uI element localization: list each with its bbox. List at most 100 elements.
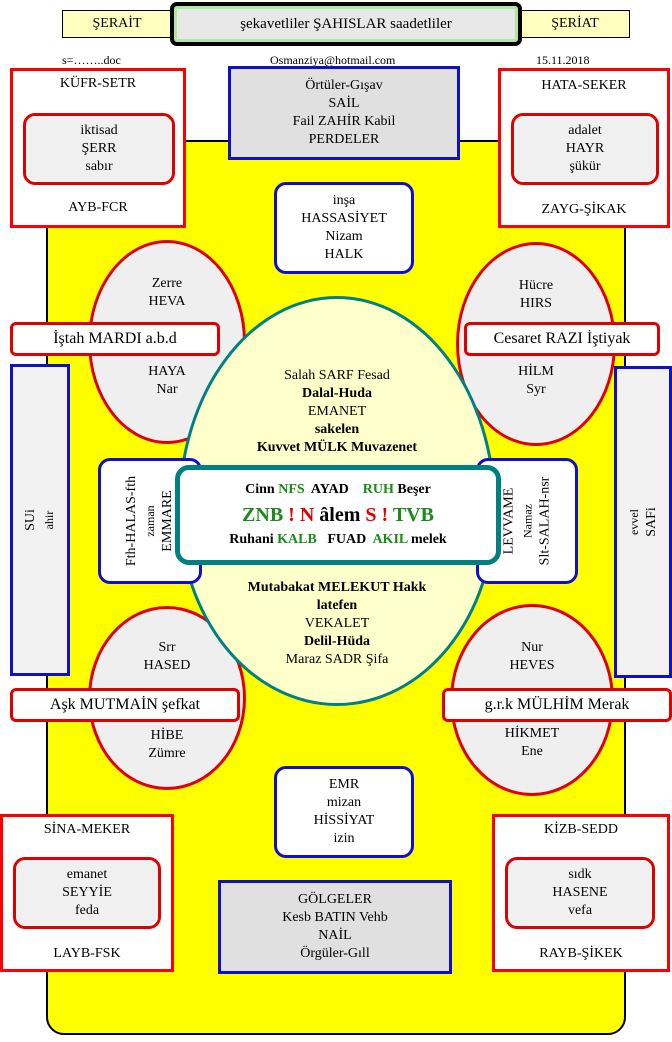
top-center-line: Örtüler-Gışav	[305, 78, 383, 93]
core-text: AYAD	[304, 482, 356, 497]
right-side-line: evvel	[626, 509, 641, 536]
ellipse-line: Nur	[521, 640, 543, 655]
ellipse-line: HASED	[143, 658, 191, 673]
inner-right-line: Slt-SALAH-nsr	[536, 476, 552, 566]
ellipse-line: HİLM	[518, 364, 554, 379]
bottom-center-line: Kesb BATIN Vehb	[282, 910, 388, 925]
top-center-line: SAİL	[328, 96, 360, 111]
upper-middle-line: HASSASİYET	[301, 211, 387, 226]
top-right-inner-line: HAYR	[565, 141, 605, 156]
bar-top-left: İştah MARDI a.b.d	[10, 322, 220, 356]
bottom-right-inner-line: HASENE	[552, 885, 608, 900]
inner-left-line: zaman	[142, 505, 157, 537]
upper-middle-box: inşa HASSASİYET Nizam HALK	[274, 182, 414, 274]
bottom-left-inner-line: emanet	[66, 867, 108, 882]
core-text: KALB	[277, 532, 317, 547]
ellipse-line: Zümre	[148, 746, 186, 761]
inner-right-text: LEVVAME Namaz Slt-SALAH-nsr	[500, 477, 554, 566]
left-side-line: ahir	[41, 510, 56, 530]
left-side-bar: SUi ahir	[10, 364, 70, 676]
core-text: TVB	[392, 504, 434, 526]
ellipse-line: HİKMET	[504, 726, 560, 741]
lower-middle-line: HİSSİYAT	[313, 813, 375, 828]
egg-line: latefen	[316, 598, 358, 613]
left-side-line: SUi	[22, 509, 38, 531]
egg-line: Maraz SADR Şifa	[285, 652, 389, 667]
ellipse-line: Srr	[158, 640, 176, 655]
bottom-left-inner-line: SEYYİE	[62, 885, 112, 900]
inner-left-text: Fth-HALAS-fth zaman EMMARE	[123, 476, 177, 566]
bottom-left-inner-line: feda	[74, 903, 100, 918]
core-row-1: Cinn NFS AYAD RUH Beşer	[245, 479, 431, 501]
bottom-left-box-top: SİNA-MEKER	[43, 822, 131, 837]
lower-middle-line: izin	[333, 831, 355, 846]
bottom-center-line: Örgüler-Gıll	[300, 946, 370, 961]
top-right-inner: adalet HAYR şükür	[511, 113, 659, 185]
top-left-inner: iktisad ŞERR sabır	[23, 113, 175, 185]
ellipse-line: HIRS	[520, 296, 552, 311]
lower-middle-line: EMR	[328, 777, 360, 792]
ellipse-line: HEVA	[148, 294, 186, 309]
bottom-right-inner-line: vefa	[567, 903, 593, 918]
bottom-right-box-bottom: RAYB-ŞİKEK	[539, 946, 623, 961]
right-side-line: SAFi	[643, 507, 659, 537]
core-text: AKIL	[372, 532, 408, 547]
egg-line: Salah SARF Fesad	[284, 368, 390, 383]
inner-left-line: Fth-HALAS-fth	[123, 475, 139, 567]
top-center-line: Fail ZAHİR Kabil	[292, 114, 396, 129]
upper-middle-line: HALK	[324, 247, 364, 262]
ellipse-line: Ene	[521, 744, 543, 759]
inner-right-line: LEVVAME	[500, 487, 516, 555]
ellipse-line: HAYA	[148, 364, 186, 379]
lower-middle-line: mizan	[326, 795, 362, 810]
top-right-box-top: HATA-SEKER	[541, 78, 627, 93]
inner-right-line: Namaz	[519, 504, 534, 538]
egg-line: EMANET	[307, 404, 367, 419]
core-text: N	[299, 504, 315, 526]
bottom-right-box-top: KİZB-SEDD	[544, 822, 618, 837]
bottom-center-line: GÖLGELER	[298, 892, 372, 907]
email: Osmanziya@hotmail.com	[270, 53, 396, 67]
egg-line: Kuvvet MÜLK Muvazenet	[256, 440, 418, 455]
bar-text: Cesaret RAZI İştiyak	[493, 330, 631, 347]
core-text: FUAD	[316, 532, 373, 547]
core-text: NFS	[278, 482, 305, 497]
core-text: ZNB	[242, 504, 284, 526]
top-left-inner-line: sabır	[85, 159, 113, 174]
upper-middle-line: inşa	[332, 193, 356, 208]
ellipse-line: Syr	[526, 382, 546, 397]
page-title-text: şekavetliler ŞAHISLAR saadetliler	[240, 15, 452, 32]
header-right-tab-label: ŞERİAT	[551, 16, 599, 31]
bottom-right-inner-line: sıdk	[568, 867, 592, 882]
lower-middle-box: EMR mizan HİSSİYAT izin	[274, 766, 414, 858]
right-side-bar-text: evvel SAFi	[625, 507, 661, 537]
top-left-box-top: KÜFR-SETR	[59, 76, 137, 91]
bottom-right-inner: sıdk HASENE vefa	[505, 857, 655, 929]
top-right-box: HATA-SEKER adalet HAYR şükür ZAYG-ŞİKAK	[498, 68, 670, 228]
file-name: s=……..doc	[62, 53, 121, 67]
egg-line: sakelen	[314, 422, 360, 437]
core-text: S	[365, 504, 377, 526]
bar-bottom-left: Aşk MUTMAİN şefkat	[10, 688, 240, 722]
ellipse-line: Hücre	[518, 278, 554, 293]
top-center-box: Örtüler-Gışav SAİL Fail ZAHİR Kabil PERD…	[228, 66, 460, 160]
bottom-left-box: SİNA-MEKER emanet SEYYİE feda LAYB-FSK	[0, 814, 174, 972]
bar-text: g.r.k MÜLHİM Merak	[484, 696, 630, 713]
bar-top-right: Cesaret RAZI İştiyak	[464, 322, 660, 356]
top-right-box-bottom: ZAYG-ŞİKAK	[541, 202, 627, 217]
core-text: âlem	[314, 504, 366, 526]
ellipse-line: HEVES	[509, 658, 555, 673]
core-box: Cinn NFS AYAD RUH Beşer ZNB ! N âlem S !…	[175, 465, 501, 565]
bottom-right-box: KİZB-SEDD sıdk HASENE vefa RAYB-ŞİKEK	[492, 814, 670, 972]
ellipse-line: Zerre	[151, 276, 183, 291]
header-left-tab-label: ŞERAİT	[92, 16, 142, 31]
bottom-left-box-bottom: LAYB-FSK	[53, 946, 121, 961]
core-text: RUH	[355, 482, 394, 497]
egg-line: Mutabakat MELEKUT Hakk	[247, 580, 427, 595]
left-side-bar-text: SUi ahir	[22, 509, 58, 531]
core-text: melek	[407, 532, 447, 547]
bar-text: İştah MARDI a.b.d	[53, 330, 177, 347]
bar-text: Aşk MUTMAİN şefkat	[49, 696, 201, 713]
top-left-box: KÜFR-SETR iktisad ŞERR sabır AYB-FCR	[10, 68, 186, 228]
core-row-2: ZNB ! N âlem S ! TVB	[242, 501, 434, 529]
